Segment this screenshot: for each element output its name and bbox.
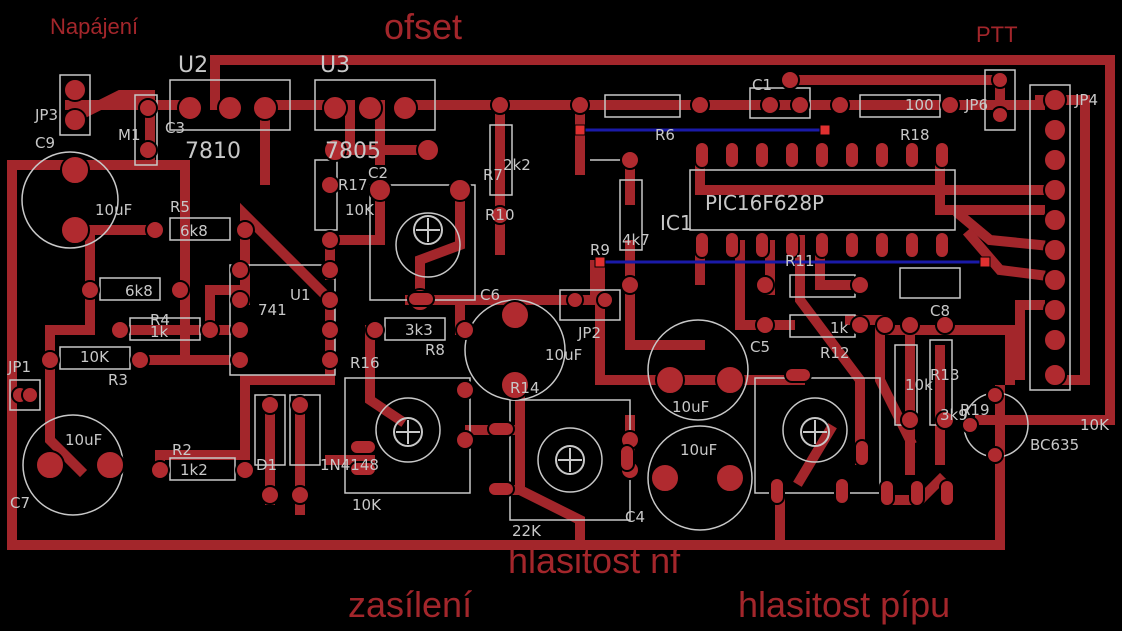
label-r10-val: 10K bbox=[1080, 416, 1110, 434]
ic1-pads bbox=[694, 141, 950, 259]
label-c4-val: 10uF bbox=[680, 441, 717, 459]
label-r17: R17 bbox=[338, 176, 368, 194]
title-napajeni: Napájení bbox=[50, 14, 139, 39]
label-c3: C3 bbox=[165, 119, 185, 137]
label-c5: C5 bbox=[750, 338, 770, 356]
vias bbox=[574, 124, 991, 268]
label-c1: C1 bbox=[752, 76, 772, 94]
trimmer-symbols bbox=[393, 215, 830, 475]
label-r8: R8 bbox=[425, 341, 445, 359]
label-r7: R7 bbox=[483, 166, 503, 184]
label-r7-val: 2k2 bbox=[503, 156, 531, 174]
label-u1-val: 741 bbox=[258, 301, 287, 319]
label-r8-val: 3k3 bbox=[405, 321, 433, 339]
label-bc635: BC635 bbox=[1030, 436, 1079, 454]
label-r6: R6 bbox=[655, 126, 675, 144]
title-zasileni: zasílení bbox=[348, 584, 473, 625]
label-r9: R9 bbox=[590, 241, 610, 259]
label-r4-val: 1k bbox=[150, 323, 169, 341]
label-r3: R3 bbox=[108, 371, 128, 389]
label-r9-val: 4k7 bbox=[622, 231, 650, 249]
label-r2: R2 bbox=[172, 441, 192, 459]
label-r12-val: 1k bbox=[830, 319, 849, 337]
label-7805: 7805 bbox=[325, 139, 381, 164]
label-r18-val: 100 bbox=[905, 96, 934, 114]
label-d1-val: 1N4148 bbox=[320, 456, 379, 474]
label-u2: U2 bbox=[178, 53, 208, 78]
label-jp4: JP4 bbox=[1074, 91, 1098, 109]
label-r19: R19 bbox=[960, 401, 990, 419]
label-c7: C7 bbox=[10, 494, 30, 512]
label-r-68: 6k8 bbox=[125, 282, 153, 300]
label-c6-val: 10uF bbox=[545, 346, 582, 364]
label-u1: U1 bbox=[290, 286, 311, 304]
label-c8: C8 bbox=[930, 302, 950, 320]
label-r18: R18 bbox=[900, 126, 930, 144]
title-hlasitost-nf: hlasitost nf bbox=[508, 540, 681, 581]
title-hlasitost-pipu: hlasitost pípu bbox=[738, 584, 951, 625]
label-c4: C4 bbox=[625, 508, 645, 526]
label-jp3: JP3 bbox=[34, 106, 58, 124]
label-r13: R13 bbox=[930, 366, 960, 384]
label-d1: D1 bbox=[256, 456, 277, 474]
label-ic1: IC1 bbox=[660, 211, 693, 235]
label-c9: C9 bbox=[35, 134, 55, 152]
label-u3: U3 bbox=[320, 53, 350, 78]
label-r17-val: 10K bbox=[345, 201, 375, 219]
label-jp2: JP2 bbox=[577, 324, 601, 342]
label-r19-val: 3k9 bbox=[940, 406, 968, 424]
label-7810: 7810 bbox=[185, 139, 241, 164]
label-m1: M1 bbox=[118, 126, 141, 144]
label-r13-val: 10k bbox=[905, 376, 933, 394]
label-r5-val: 6k8 bbox=[180, 222, 208, 240]
label-c7-val: 10uF bbox=[65, 431, 102, 449]
title-ptt: PTT bbox=[976, 22, 1018, 47]
label-r3-val: 10K bbox=[80, 348, 110, 366]
label-c6: C6 bbox=[480, 286, 500, 304]
label-r11: R11 bbox=[785, 252, 815, 270]
blue-traces bbox=[580, 128, 985, 264]
label-r16-val: 10K bbox=[352, 496, 382, 514]
label-ic1-val: PIC16F628P bbox=[705, 191, 824, 215]
label-c5-val: 10uF bbox=[672, 398, 709, 416]
label-r5: R5 bbox=[170, 198, 190, 216]
label-r4: R4 bbox=[150, 311, 170, 329]
label-r2-val: 1k2 bbox=[180, 461, 208, 479]
label-c9-val: 10uF bbox=[95, 201, 132, 219]
pads bbox=[11, 70, 1067, 505]
label-r12: R12 bbox=[820, 344, 850, 362]
label-r10: R10 bbox=[485, 206, 515, 224]
component-labels: U2 U3 7810 7805 C1 R6 100 R18 JP6 JP4 JP… bbox=[7, 53, 1110, 540]
label-c2: C2 bbox=[368, 164, 388, 182]
label-r14-val: 22K bbox=[512, 522, 542, 540]
label-jp6: JP6 bbox=[964, 96, 988, 114]
label-jp1: JP1 bbox=[7, 358, 31, 376]
trimmer-pads bbox=[349, 291, 955, 507]
title-ofset: ofset bbox=[384, 6, 463, 47]
label-r16: R16 bbox=[350, 354, 380, 372]
label-r14: R14 bbox=[510, 379, 540, 397]
